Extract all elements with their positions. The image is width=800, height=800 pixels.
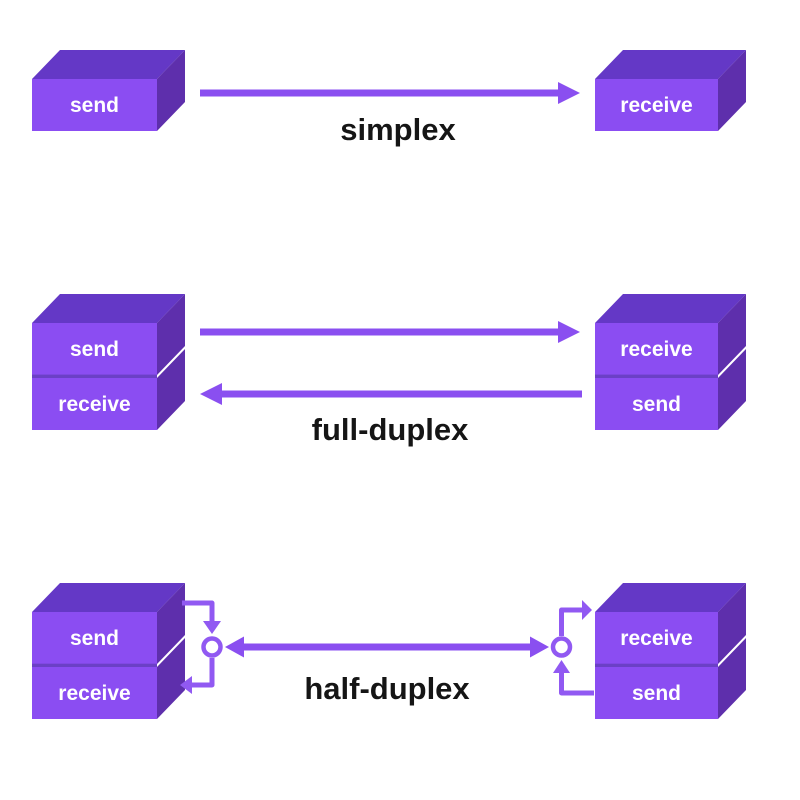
half-duplex-left-switch: [180, 600, 223, 694]
box-label-receive: receive: [58, 393, 130, 416]
half-duplex-arrowhead-right: [530, 636, 549, 658]
box-front-face-upper: [595, 323, 718, 375]
left-left-arrowhead: [180, 676, 192, 694]
simplex-left-device: send: [32, 50, 185, 131]
right-hub-to-receive-connector: [559, 607, 583, 636]
box-top-face: [32, 583, 185, 612]
section-title-half-duplex: half-duplex: [304, 671, 470, 706]
box-label-send: send: [632, 393, 681, 416]
box-label-send: send: [70, 627, 119, 650]
right-send-to-hub-connector: [559, 672, 594, 696]
half-duplex-right-switch: [550, 600, 594, 696]
box-divider: [32, 374, 157, 379]
box-label-send: send: [70, 94, 119, 117]
box-side-face-lower: [157, 638, 185, 719]
box-side-face-lower: [157, 349, 185, 430]
box-label-receive: receive: [620, 627, 692, 650]
half-duplex-arrowhead-left: [225, 636, 244, 658]
box-label-receive: receive: [58, 682, 130, 705]
box-top-face: [595, 583, 746, 612]
box-side-face-upper: [718, 294, 746, 375]
box-side-face-lower: [718, 349, 746, 430]
half-duplex-right-device: receive send: [595, 583, 746, 719]
box-front-face-upper: [595, 612, 718, 664]
left-send-to-hub-connector: [182, 600, 215, 622]
left-hub-circle: [201, 636, 223, 658]
simplex-arrowhead-right: [558, 82, 580, 104]
box-front-face-upper: [32, 323, 157, 375]
box-side-face: [157, 50, 185, 131]
half-duplex-channel: [225, 636, 549, 658]
box-divider: [595, 663, 718, 668]
box-label-receive: receive: [620, 338, 692, 361]
box-side-face-upper: [157, 583, 185, 664]
left-down-arrowhead: [203, 621, 221, 634]
box-label-receive: receive: [620, 94, 692, 117]
section-title-full-duplex: full-duplex: [312, 412, 469, 447]
section-simplex: send receive simplex: [32, 50, 746, 147]
section-title-simplex: simplex: [340, 112, 456, 147]
full-duplex-arrowhead-left: [200, 383, 222, 405]
box-side-face-upper: [718, 583, 746, 664]
box-top-face: [32, 50, 185, 79]
box-side-face-upper: [157, 294, 185, 375]
box-divider: [595, 374, 718, 379]
right-right-arrowhead: [582, 600, 592, 620]
full-duplex-arrowhead-right: [558, 321, 580, 343]
box-front-face-upper: [32, 612, 157, 664]
box-label-send: send: [70, 338, 119, 361]
box-side-face-lower: [718, 638, 746, 719]
box-top-face: [32, 294, 185, 323]
box-top-face: [595, 50, 746, 79]
section-full-duplex: send receive receive send full-duplex: [32, 294, 746, 447]
box-label-send: send: [632, 682, 681, 705]
section-half-duplex: send receive: [32, 583, 746, 719]
half-duplex-left-device: send receive: [32, 583, 185, 719]
box-front-face-lower: [595, 667, 718, 719]
full-duplex-right-device: receive send: [595, 294, 746, 430]
full-duplex-channel: [200, 321, 582, 405]
simplex-right-device: receive: [595, 50, 746, 131]
box-front-face: [32, 79, 157, 131]
box-front-face-lower: [595, 378, 718, 430]
box-side-face: [718, 50, 746, 131]
simplex-channel: [200, 82, 580, 104]
box-top-face: [595, 294, 746, 323]
box-divider: [32, 663, 157, 668]
right-up-arrowhead: [553, 660, 570, 673]
right-hub-circle: [550, 636, 573, 658]
box-front-face-lower: [32, 667, 157, 719]
left-hub-to-receive-connector: [192, 658, 215, 688]
box-front-face-lower: [32, 378, 157, 430]
box-front-face: [595, 79, 718, 131]
full-duplex-left-device: send receive: [32, 294, 185, 430]
